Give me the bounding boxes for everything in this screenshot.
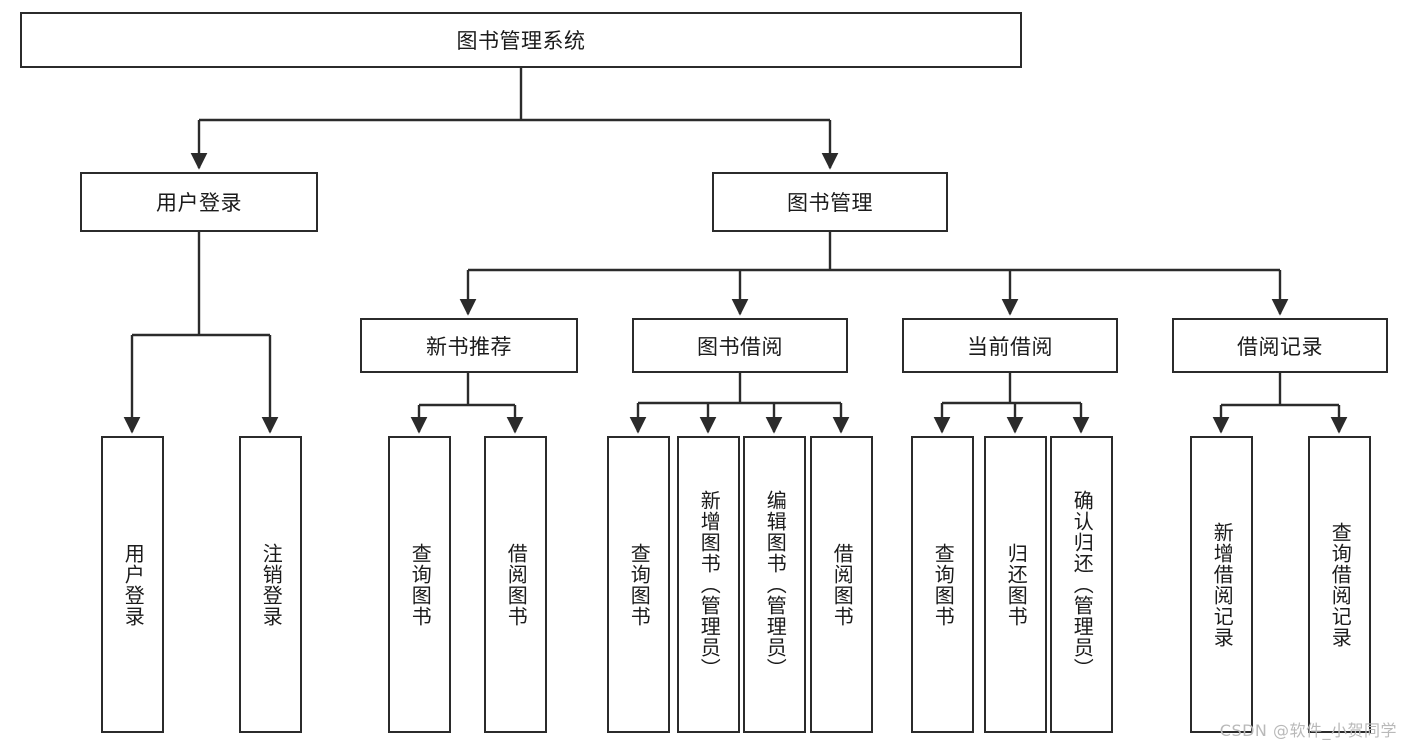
node-leaf-query-book-2-label: 查询图书 <box>627 542 652 627</box>
node-borrow-record[interactable]: 借阅记录 <box>1172 318 1388 373</box>
node-leaf-query-book-1-label: 查询图书 <box>408 542 433 627</box>
node-leaf-add-record[interactable]: 新增借阅记录 <box>1190 436 1253 733</box>
node-new-book-rec-label: 新书推荐 <box>426 334 512 359</box>
node-leaf-query-record[interactable]: 查询借阅记录 <box>1308 436 1371 733</box>
node-leaf-edit-book-label: 编辑图书（管理员） <box>763 490 788 679</box>
node-current-borrow[interactable]: 当前借阅 <box>902 318 1118 373</box>
node-book-manage-label: 图书管理 <box>787 191 873 215</box>
node-leaf-user-logout-label: 注销登录 <box>259 542 284 627</box>
node-leaf-borrow-book-1[interactable]: 借阅图书 <box>484 436 547 733</box>
node-leaf-borrow-book-2[interactable]: 借阅图书 <box>810 436 873 733</box>
node-leaf-query-record-label: 查询借阅记录 <box>1328 521 1353 648</box>
node-leaf-user-logout[interactable]: 注销登录 <box>239 436 302 733</box>
node-leaf-query-book-1[interactable]: 查询图书 <box>388 436 451 733</box>
node-current-borrow-label: 当前借阅 <box>967 334 1053 359</box>
node-leaf-add-record-label: 新增借阅记录 <box>1210 521 1235 648</box>
node-book-manage[interactable]: 图书管理 <box>712 172 948 232</box>
node-leaf-edit-book[interactable]: 编辑图书（管理员） <box>743 436 806 733</box>
node-leaf-query-book-3[interactable]: 查询图书 <box>911 436 974 733</box>
node-leaf-add-book-label: 新增图书（管理员） <box>697 490 722 679</box>
node-leaf-add-book[interactable]: 新增图书（管理员） <box>677 436 740 733</box>
node-leaf-borrow-book-2-label: 借阅图书 <box>830 542 855 627</box>
node-borrow-record-label: 借阅记录 <box>1237 334 1323 359</box>
node-user-login-label: 用户登录 <box>156 191 242 215</box>
node-root[interactable]: 图书管理系统 <box>20 12 1022 68</box>
node-leaf-confirm-return-label: 确认归还（管理员） <box>1070 490 1095 679</box>
node-leaf-query-book-3-label: 查询图书 <box>931 542 956 627</box>
node-leaf-borrow-book-1-label: 借阅图书 <box>504 542 529 627</box>
node-book-borrow[interactable]: 图书借阅 <box>632 318 848 373</box>
node-new-book-rec[interactable]: 新书推荐 <box>360 318 578 373</box>
node-leaf-return-book-label: 归还图书 <box>1004 542 1029 627</box>
node-leaf-confirm-return[interactable]: 确认归还（管理员） <box>1050 436 1113 733</box>
node-leaf-query-book-2[interactable]: 查询图书 <box>607 436 670 733</box>
node-book-borrow-label: 图书借阅 <box>697 334 783 359</box>
node-leaf-user-login[interactable]: 用户登录 <box>101 436 164 733</box>
node-user-login[interactable]: 用户登录 <box>80 172 318 232</box>
watermark-text: CSDN @软件_小贺同学 <box>1219 721 1397 740</box>
node-leaf-user-login-label: 用户登录 <box>121 542 146 627</box>
node-leaf-return-book[interactable]: 归还图书 <box>984 436 1047 733</box>
node-root-label: 图书管理系统 <box>456 29 586 53</box>
